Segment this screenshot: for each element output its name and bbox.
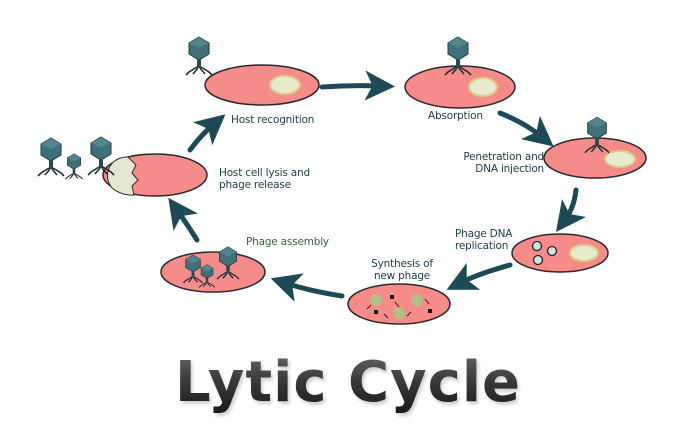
label-lysis: Host cell lysis and phage release — [219, 167, 310, 191]
label-synthesis-line2: new phage — [373, 270, 431, 282]
label-penetration: Penetration and DNA injection — [460, 151, 544, 175]
label-lysis-line1: Host cell lysis and — [219, 167, 310, 179]
label-lysis-line2: phage release — [219, 179, 291, 191]
arrow-penetration-to-replication — [556, 187, 586, 233]
label-penetration-line1: Penetration and — [463, 151, 544, 163]
label-absorption: Absorption — [428, 110, 483, 122]
cell-synthesis — [347, 283, 451, 325]
label-replication-line1: Phage DNA — [455, 228, 513, 240]
label-synthesis-line1: Synthesis of — [371, 258, 433, 270]
dna-copy-icon — [546, 245, 558, 257]
label-assembly: Phage assembly — [246, 236, 329, 248]
dna-copy-icon — [532, 254, 544, 266]
cell-absorption — [404, 65, 516, 109]
label-replication: Phage DNA replication — [455, 228, 512, 252]
arrow-replication-to-synthesis — [446, 262, 513, 290]
cell-lysis — [102, 153, 208, 197]
arrow-lysis-to-recognition — [187, 114, 226, 153]
arrow-absorption-to-penetration — [497, 110, 554, 147]
arrow-recognition-to-absorption — [319, 70, 395, 101]
dna-copy-icon — [531, 240, 543, 252]
cell-penetration — [543, 137, 647, 179]
phage-icon — [185, 36, 213, 76]
phage-icon — [37, 137, 65, 177]
label-synthesis: Synthesis of new phage — [366, 258, 438, 282]
phage-icon — [64, 153, 84, 180]
cell-host-recognition — [204, 64, 320, 106]
cell-replication — [511, 233, 609, 273]
title-shadow: Lytic Cycle — [2, 353, 696, 419]
page-title: Lytic Cycle — [0, 350, 696, 416]
label-replication-line2: replication — [455, 240, 509, 252]
arrow-synthesis-to-assembly — [270, 273, 345, 302]
arrow-assembly-to-lysis — [168, 197, 200, 243]
label-host-recognition: Host recognition — [231, 114, 315, 126]
label-penetration-line2: DNA injection — [475, 163, 544, 175]
